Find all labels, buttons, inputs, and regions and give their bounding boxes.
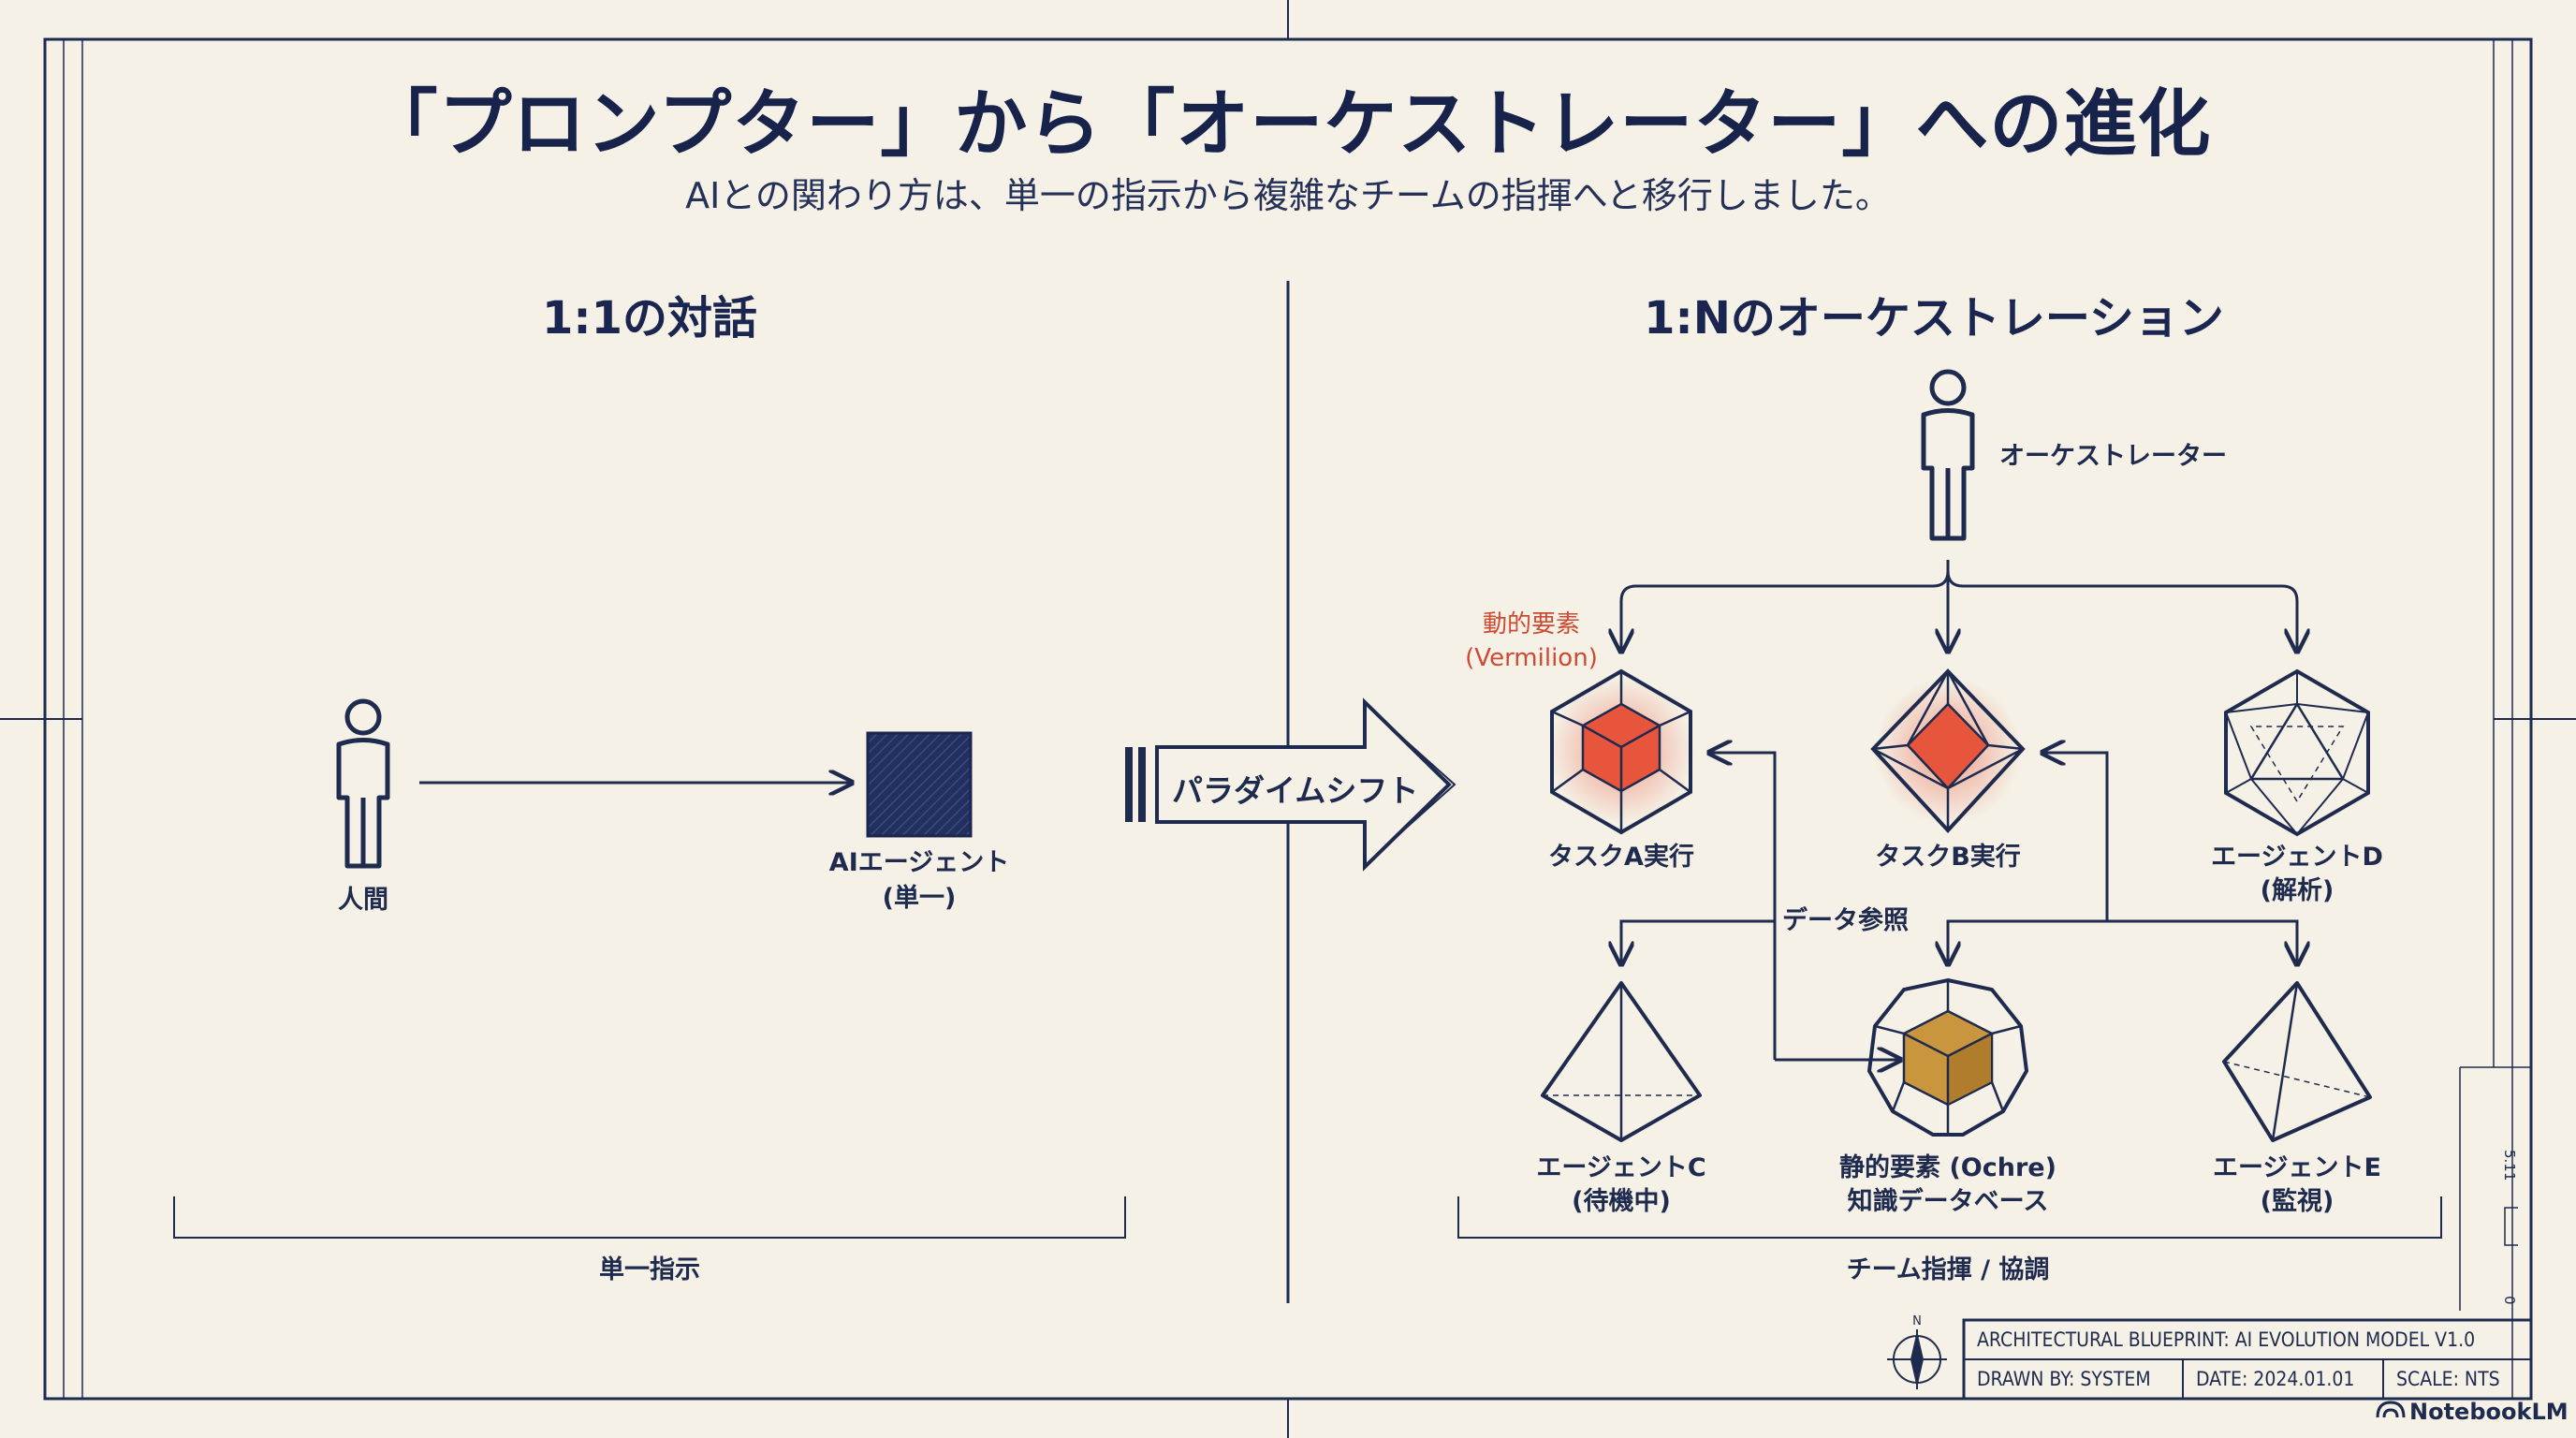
ai-agent-block-icon [866,731,973,838]
data-reference-label: データ参照 [1782,906,1909,935]
task-b-polyhedron-icon [1870,668,2026,833]
agent-c-tetrahedron-icon [1541,981,1702,1142]
agent-e-label-line2: (監視) [2260,1187,2334,1216]
task-a-polyhedron-icon [1548,668,1694,835]
left-panel-heading: 1:1の対話 [542,292,757,345]
left-bracket-label: 単一指示 [599,1255,700,1284]
knowledge-database-dodecahedron-icon [1866,977,2029,1137]
right-panel-heading: 1:Nのオーケストレーション [1644,292,2224,345]
knowledge-label-line2: 知識データベース [1847,1187,2049,1216]
paradigm-shift-label: パラダイムシフト [1172,772,1419,809]
title-block-scale: SCALE: NTS [2396,1368,2500,1390]
orchestrator-label: オーケストレーター [1999,442,2227,471]
human-label: 人間 [338,886,388,915]
ai-agent-label-line1: AIエージェント [828,848,1010,877]
task-b-label: タスクB実行 [1875,843,2021,872]
compass-north-label: N [1912,1314,1922,1328]
agent-c-label-line2: (待機中) [1572,1187,1671,1216]
compass-icon [1887,1329,1947,1389]
knowledge-label-line1: 静的要素 (Ochre) [1839,1153,2056,1182]
right-bracket-label: チーム指揮 / 協調 [1846,1255,2050,1284]
left-bracket [173,1196,1126,1239]
agent-d-label-line2: (解析) [2260,876,2334,905]
ai-agent-label-line2: (単一) [882,884,957,913]
right-bracket [1457,1196,2442,1239]
agent-c-label-line1: エージェントC [1536,1153,1706,1182]
ruler-top-mark: 5.11 [2501,1150,2518,1181]
task-a-label: タスクA実行 [1548,843,1694,872]
orchestrator-figure-icon [1921,369,1975,541]
paradigm-shift-arrow-icon [1125,697,1456,872]
notebooklm-watermark: NotebookLM [2409,1399,2569,1425]
page-title: 「プロンプター」から「オーケストレーター」への進化 [364,82,2212,167]
dynamic-note-line1: 動的要素 [1482,610,1581,638]
notebooklm-logo-icon [2376,1401,2406,1418]
title-block-date: DATE: 2024.01.01 [2196,1368,2355,1390]
ruler-bottom-mark: 0 [2501,1296,2518,1305]
title-block-model: ARCHITECTURAL BLUEPRINT: AI EVOLUTION MO… [1977,1328,2476,1351]
agent-e-label-line1: エージェントE [2213,1153,2381,1182]
title-block-drawn-by: DRAWN BY: SYSTEM [1977,1368,2151,1390]
page-subtitle: AIとの関わり方は、単一の指示から複雑なチームの指揮へと移行しました。 [685,175,1891,216]
human-figure-icon [336,698,390,869]
agent-e-tetrahedron-icon [2222,981,2372,1142]
agent-d-icosahedron-icon [2224,668,2370,837]
agent-d-label-line1: エージェントD [2211,843,2383,872]
data-reference-connectors [1621,753,2297,1060]
orchestrator-connectors [1621,560,2297,652]
title-block [1962,1318,2533,1401]
dynamic-note-line2: (Vermilion) [1465,644,1598,672]
